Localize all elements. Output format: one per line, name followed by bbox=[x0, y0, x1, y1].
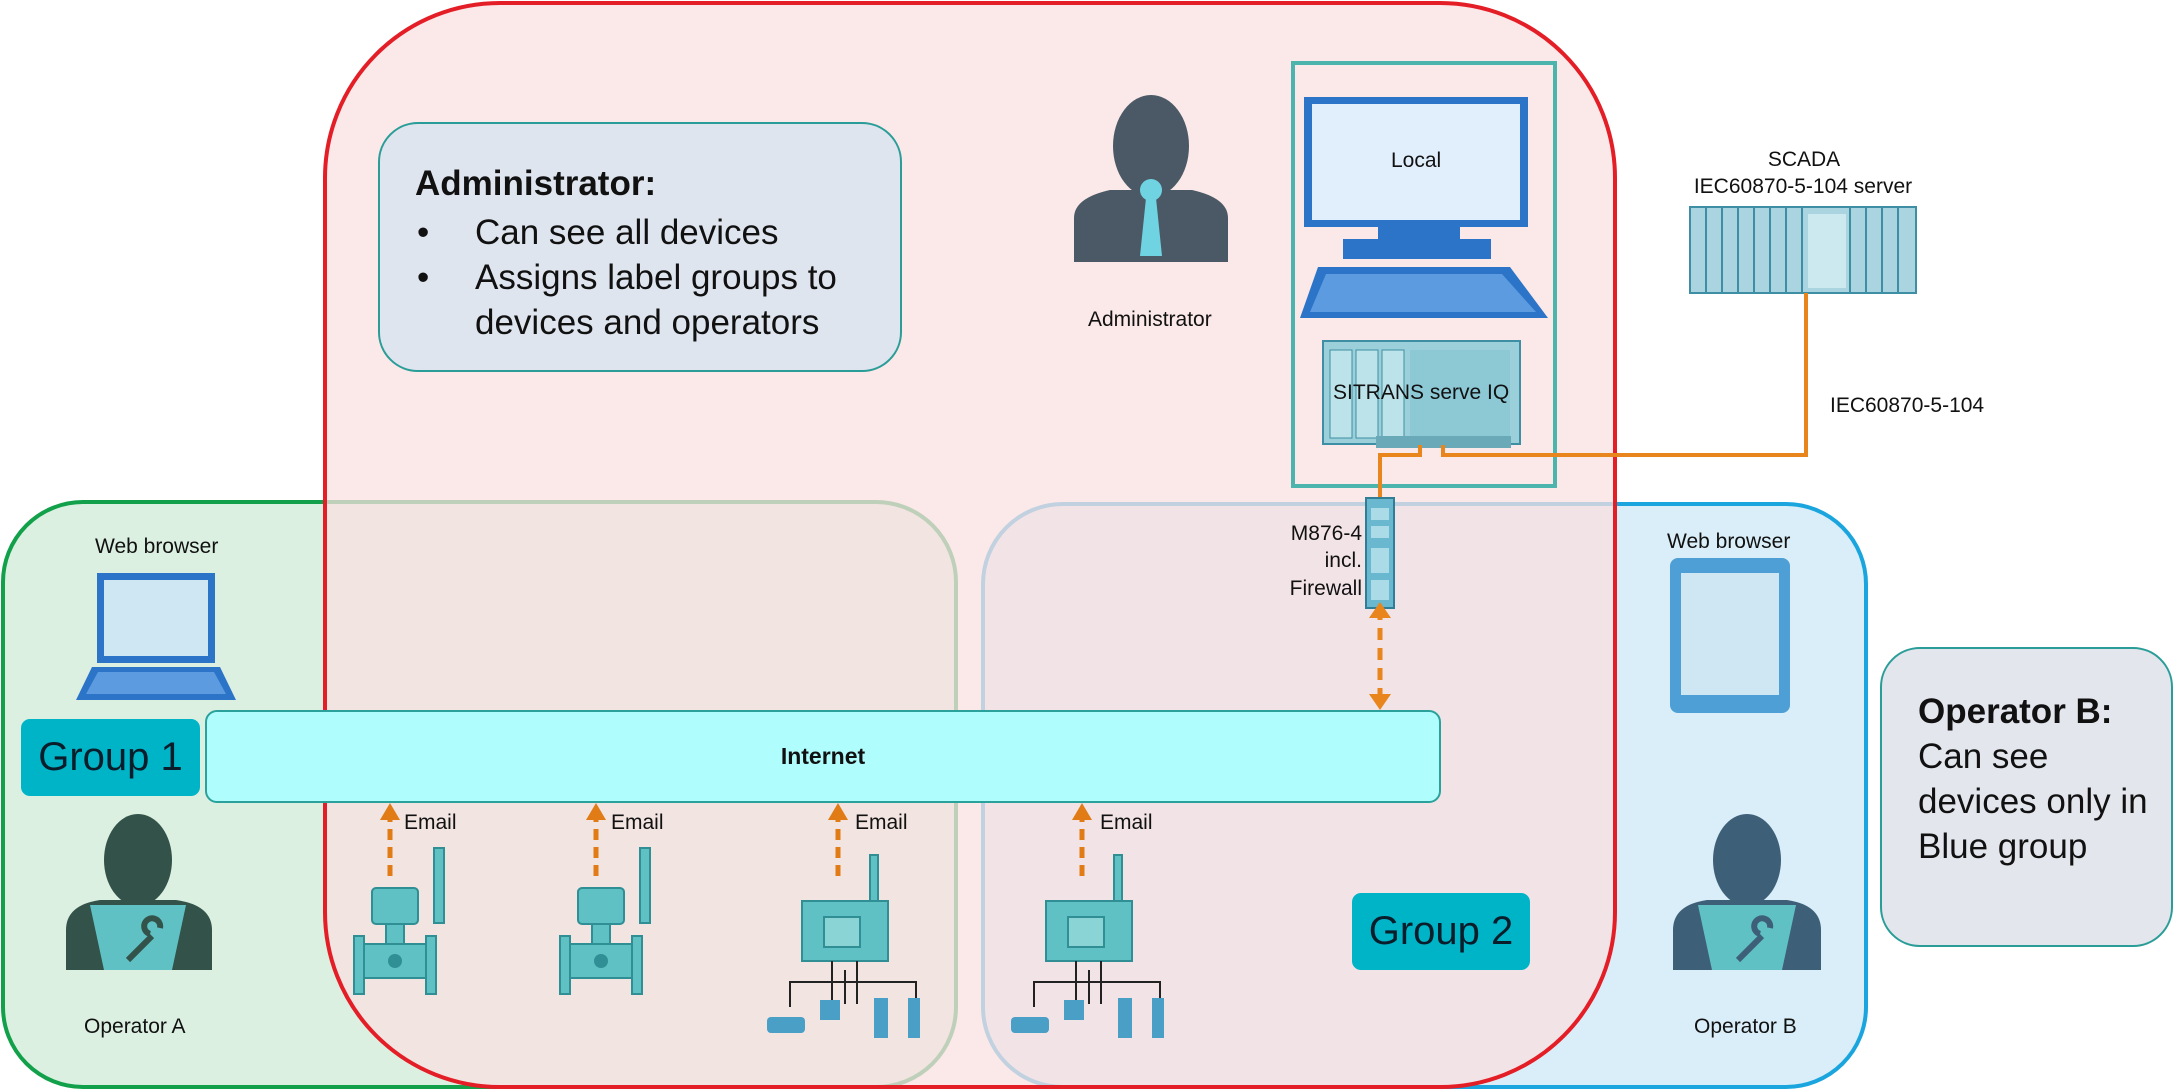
scada-label: SCADA bbox=[1767, 148, 1841, 171]
firewall-label-line-3: Firewall bbox=[1289, 577, 1362, 600]
email-label-3: Email bbox=[855, 811, 908, 834]
firewall-device-icon bbox=[1365, 497, 1395, 609]
scada-server-icon bbox=[1689, 206, 1917, 294]
rtu-device-2-icon bbox=[1011, 854, 1164, 1038]
email-label-4: Email bbox=[1100, 811, 1153, 834]
operator-b-info-text: Can see devices only in Blue group bbox=[1918, 737, 2148, 866]
sitrans-device-icon bbox=[1322, 340, 1521, 448]
scada-server-label: IEC60870-5-104 server bbox=[1693, 175, 1913, 198]
operator-b-icon bbox=[1673, 814, 1821, 970]
local-station-frame bbox=[1291, 61, 1557, 488]
operator-b-info-title: Operator B: bbox=[1918, 692, 2113, 731]
internet-label: Internet bbox=[780, 743, 866, 769]
laptop-icon bbox=[76, 573, 236, 700]
administrator-icon bbox=[1074, 95, 1228, 262]
firewall-label-line-2: incl. bbox=[1324, 549, 1362, 572]
group-1-badge: Group 1 bbox=[21, 719, 200, 796]
web-browser-a-label: Web browser bbox=[95, 535, 219, 558]
rtu-device-1-icon bbox=[767, 854, 920, 1038]
group-2-badge: Group 2 bbox=[1352, 893, 1530, 970]
tablet-icon bbox=[1670, 558, 1790, 713]
internet-bar: Internet bbox=[205, 710, 1441, 803]
administrator-info-box: Administrator: Can see all devices Assig… bbox=[378, 122, 902, 372]
flowmeter-2-icon bbox=[559, 847, 651, 995]
firewall-label-line-1: M876-4 bbox=[1290, 522, 1362, 545]
operator-a-icon bbox=[66, 814, 212, 970]
sitrans-label: SITRANS serve IQ bbox=[1333, 381, 1510, 404]
flowmeter-1-icon bbox=[353, 847, 445, 995]
operator-b-label: Operator B bbox=[1694, 1015, 1797, 1038]
administrator-info-list: Can see all devices Assigns label groups… bbox=[415, 210, 900, 345]
administrator-info-bullet-1: Can see all devices bbox=[415, 210, 900, 255]
administrator-label: Administrator bbox=[1088, 308, 1212, 331]
administrator-info-bullet-2: Assigns label groups to devices and oper… bbox=[415, 255, 900, 345]
operator-a-label: Operator A bbox=[84, 1015, 186, 1038]
email-label-1: Email bbox=[404, 811, 457, 834]
local-label: Local bbox=[1391, 149, 1442, 172]
sitrans-firewall-link bbox=[1378, 445, 1422, 500]
protocol-label: IEC60870-5-104 bbox=[1830, 394, 1985, 417]
iec-link bbox=[1441, 293, 1808, 457]
local-monitor-icon bbox=[1300, 97, 1548, 318]
administrator-info-title: Administrator: bbox=[415, 164, 657, 203]
group-2-label: Group 2 bbox=[1368, 909, 1514, 953]
group-1-label: Group 1 bbox=[38, 735, 183, 779]
operator-b-info-box: Operator B: Can see devices only in Blue… bbox=[1880, 647, 2173, 947]
email-label-2: Email bbox=[611, 811, 664, 834]
web-browser-b-label: Web browser bbox=[1667, 530, 1791, 553]
